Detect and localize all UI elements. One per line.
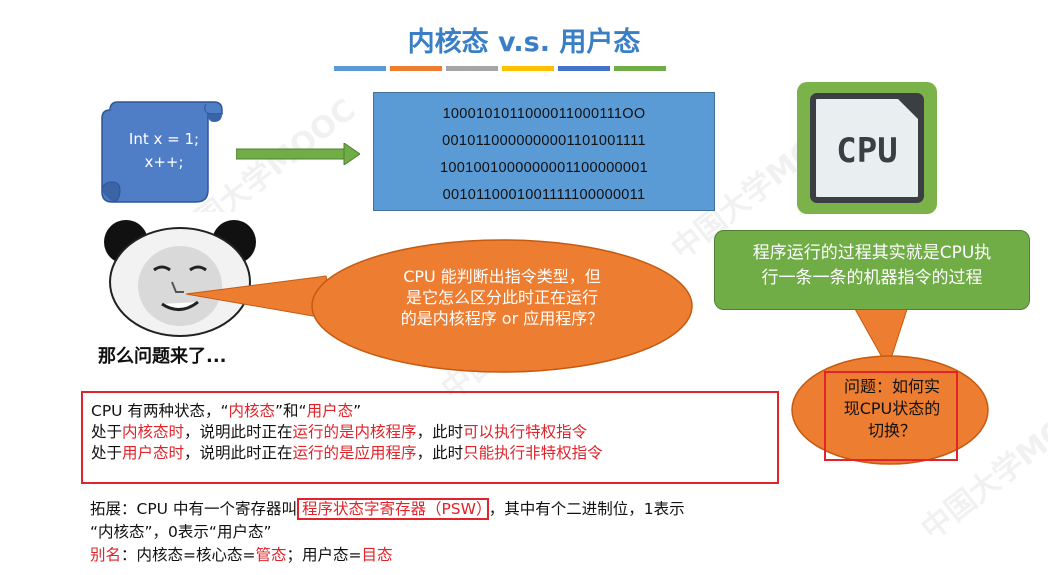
text: ，说明此时正在 bbox=[184, 444, 293, 462]
states-line: 处于用户态时，说明此时正在运行的是应用程序，此时只能执行非特权指令 bbox=[91, 443, 777, 464]
note-line: 程序运行的过程其实就是CPU执 bbox=[752, 243, 992, 263]
meme-caption: 那么问题来了... bbox=[98, 346, 227, 367]
question-text: 问题：如何实 现CPU状态的 切换？ bbox=[826, 376, 958, 442]
question-line: 现CPU状态的 bbox=[843, 399, 941, 418]
code-line: x++; bbox=[144, 153, 184, 171]
title-color-bar bbox=[614, 66, 666, 71]
user-mode-term: 用户态 bbox=[306, 402, 354, 420]
text: ” bbox=[353, 402, 362, 420]
kernel-mode-term: 内核态 bbox=[228, 402, 275, 420]
highlight: 只能执行非特权指令 bbox=[463, 444, 603, 462]
text: ：内核态=核心态= bbox=[121, 546, 256, 564]
arrow-right-icon bbox=[236, 143, 360, 165]
text: 拓展：CPU 中有一个寄存器叫 bbox=[90, 500, 297, 518]
text: ；用户态= bbox=[286, 546, 362, 564]
cpu-chip-icon: CPU bbox=[797, 82, 937, 214]
panda-meme-image bbox=[86, 212, 270, 338]
binary-line: 0010110001001111100000011 bbox=[442, 187, 646, 203]
code-line: Int x = 1; bbox=[128, 130, 200, 148]
title-color-bar bbox=[502, 66, 554, 71]
bubble-line: CPU 能判断出指令类型，但 bbox=[403, 267, 601, 286]
highlight: 目态 bbox=[361, 546, 393, 564]
extension-note: 拓展：CPU 中有一个寄存器叫程序状态字寄存器（PSW），其中有个二进制位，1表… bbox=[90, 498, 910, 567]
question-line: 问题：如何实 bbox=[843, 377, 940, 396]
psw-register-term: 程序状态字寄存器（PSW） bbox=[296, 498, 489, 520]
binary-line: 1000101011000011000111OO bbox=[442, 106, 646, 122]
text: ，此时 bbox=[416, 423, 464, 441]
highlight: 用户态时 bbox=[122, 444, 185, 462]
machine-code-box: 1000101011000011000111OO 001011000000000… bbox=[373, 92, 715, 211]
text: ”和“ bbox=[275, 402, 307, 420]
title-color-bar bbox=[334, 66, 386, 71]
text: ，其中有个二进制位，1表示 bbox=[488, 500, 685, 518]
alias-label: 别名 bbox=[90, 546, 122, 564]
extension-line: “内核态”，0表示“用户态” bbox=[90, 523, 272, 541]
title-color-bar bbox=[390, 66, 442, 71]
bubble-line: 的是内核程序 or 应用程序？ bbox=[400, 309, 604, 328]
binary-line: 0010110000000001101001111 bbox=[442, 133, 646, 149]
speech-bubble bbox=[186, 239, 693, 373]
cpu-states-box: CPU 有两种状态，“内核态”和“用户态” 处于内核态时，说明此时正在运行的是内… bbox=[81, 391, 779, 484]
states-line: CPU 有两种状态，“内核态”和“用户态” bbox=[91, 401, 777, 422]
note-line: 行一条一条的机器指令的过程 bbox=[761, 268, 983, 288]
title-color-bar bbox=[558, 66, 610, 71]
text: ，说明此时正在 bbox=[184, 423, 293, 441]
code-snippet: Int x = 1; x++; bbox=[108, 128, 220, 174]
question-highlight bbox=[824, 371, 958, 461]
text: 处于 bbox=[91, 423, 123, 441]
text: 处于 bbox=[91, 444, 123, 462]
highlight: 内核态时 bbox=[122, 423, 185, 441]
page-title: 内核态 v.s. 用户态 bbox=[407, 27, 641, 58]
bubble-line: 是它怎么区分此时正在运行 bbox=[405, 288, 598, 307]
green-note-pointer bbox=[849, 300, 911, 370]
highlight: 运行的是内核程序 bbox=[292, 423, 417, 441]
states-line: 处于内核态时，说明此时正在运行的是内核程序，此时可以执行特权指令 bbox=[91, 422, 777, 443]
text: ，此时 bbox=[416, 444, 464, 462]
question-line: 切换？ bbox=[867, 421, 916, 440]
question-bubble bbox=[791, 355, 989, 465]
extension-line: 别名：内核态=核心态=管态；用户态=目态 bbox=[90, 544, 910, 567]
extension-line: 拓展：CPU 中有一个寄存器叫程序状态字寄存器（PSW），其中有个二进制位，1表… bbox=[90, 498, 910, 521]
highlight: 运行的是应用程序 bbox=[292, 444, 417, 462]
highlight: 可以执行特权指令 bbox=[463, 423, 588, 441]
text: CPU 有两种状态，“ bbox=[91, 402, 229, 420]
speech-bubble-text: CPU 能判断出指令类型，但 是它怎么区分此时正在运行 的是内核程序 or 应用… bbox=[330, 266, 674, 329]
code-scroll-icon bbox=[101, 101, 223, 203]
binary-line: 1001001000000001100000001 bbox=[439, 160, 649, 176]
title-color-bar bbox=[446, 66, 498, 71]
cpu-process-note: 程序运行的过程其实就是CPU执 行一条一条的机器指令的过程 bbox=[714, 230, 1030, 310]
highlight: 管态 bbox=[255, 546, 287, 564]
title-color-bars bbox=[334, 66, 666, 71]
cpu-chip-label: CPU bbox=[836, 131, 897, 171]
